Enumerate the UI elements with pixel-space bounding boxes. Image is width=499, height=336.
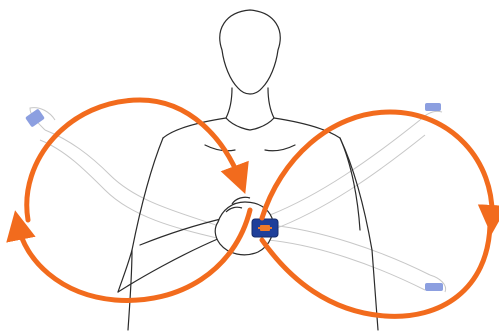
person-neck-left [226, 88, 232, 118]
ghost-arm-upper-right [270, 111, 442, 230]
ghost-device-upper-right [425, 103, 441, 111]
left-loop-upper-arrow [27, 100, 240, 220]
ghost-device-upper-left [25, 108, 45, 127]
person-torso-left [132, 138, 163, 250]
ghost-device-lower-right [425, 283, 443, 291]
person-neck-right [268, 88, 274, 118]
ghost-arm-lower-right [268, 225, 446, 292]
person-head [220, 10, 280, 94]
right-loop-upper-arc [262, 112, 492, 220]
person-outline [118, 10, 378, 330]
handheld-device [252, 219, 278, 237]
person-left-arm-outer [118, 250, 132, 292]
left-loop-lower-arc [18, 210, 250, 300]
ghost-arm-upper-left [30, 108, 230, 240]
